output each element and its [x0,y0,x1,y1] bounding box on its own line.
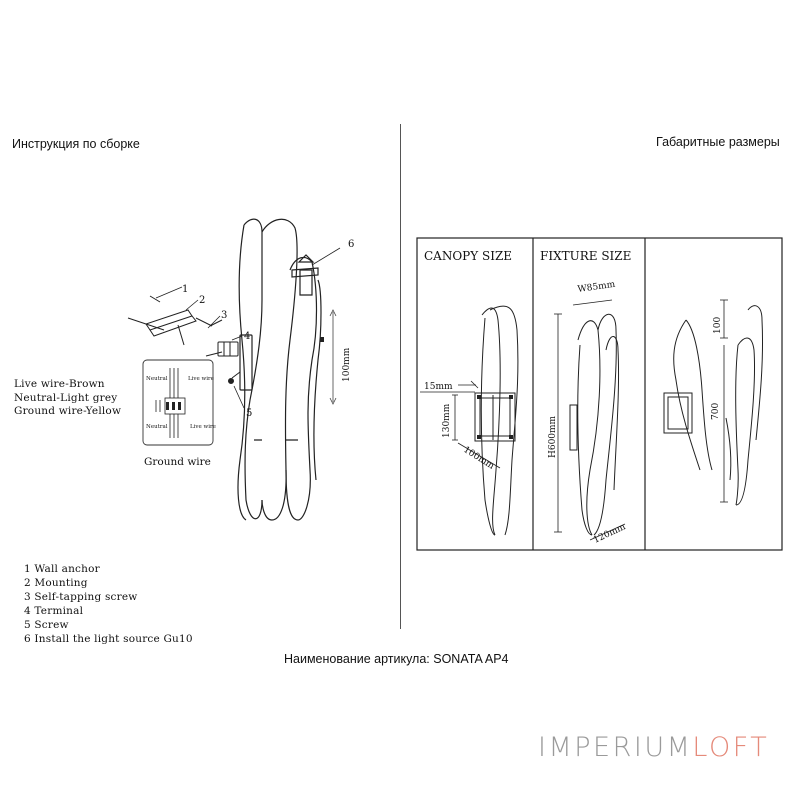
ground-wire-caption: Ground wire [144,456,211,468]
callout-1: 1 [182,284,188,295]
ground-wire-label: Ground wire-Yellow [14,405,122,417]
wiring-inset: Neutral Live wire Neutral Live wire [142,359,216,446]
terminal-drawing [205,341,241,384]
svg-text:Neutral: Neutral [146,424,168,430]
lamp-body-drawing [237,218,322,521]
fixture-depth-120mm: 120mm [592,522,628,546]
parts-list: 1 Wall anchor 2 Mounting 3 Self-tapping … [24,562,193,646]
part-item-2: 2 Mounting [24,577,88,589]
assembly-instructions-heading: Инструкция по сборке [12,137,140,151]
callout-2: 2 [199,295,205,306]
fixture-size-title: FIXTURE SIZE [540,249,631,263]
neutral-wire-label: Neutral-Light grey [14,391,118,404]
fixture-drawing [569,313,620,536]
part-item-1: 1 Wall anchor [24,563,100,575]
brand-logo-part2: LOFT [692,732,770,763]
part-item-3: 3 Self-tapping screw [24,591,138,603]
part-item-5: 5 Screw [24,619,69,631]
center-divider [400,124,401,629]
overall-700-label: 700 [711,403,721,420]
wire-color-legend: Live wire-Brown Neutral-Light grey Groun… [14,378,121,419]
mounting-bracket-drawing [127,295,223,346]
canopy-size-title: CANOPY SIZE [424,249,512,263]
fixture-width-w85mm: W85mm [577,280,616,295]
callout-5: 5 [246,408,252,419]
callout-3: 3 [221,310,227,321]
fixture-height-h600mm: H600mm [548,415,558,458]
assembly-diagram: 6 100mm 1 2 3 4 5 Neutral Live wire [127,218,354,521]
overall-100-label: 100 [713,317,723,334]
part-item-4: 4 Terminal [24,605,84,617]
callout-6: 6 [348,239,354,250]
svg-text:Live wire: Live wire [190,424,216,430]
canopy-width-100mm: 100mm [461,445,496,472]
brand-logo-part1: IMPERIUM [538,732,693,763]
canopy-drawing [474,305,519,536]
brand-logo: IMPERIUMLOFT [538,732,769,763]
article-name: Наименование артикула: SONATA AP4 [284,652,509,666]
dimensions-panel: CANOPY SIZE FIXTURE SIZE 15mm 130mm 100m… [416,237,783,551]
part-item-6: 6 Install the light source Gu10 [24,633,193,645]
canopy-height-130mm: 130mm [442,403,452,438]
overall-drawing [663,305,764,506]
callout-4: 4 [244,331,250,342]
dim-100mm-arrow [329,309,337,405]
live-wire-label: Live wire-Brown [14,378,105,390]
canopy-depth-15mm: 15mm [424,382,453,392]
dim-100mm-label: 100mm [342,347,352,382]
svg-text:Neutral: Neutral [146,376,168,382]
overall-dimensions-heading: Габаритные размеры [656,135,780,149]
svg-text:Live wire: Live wire [188,376,214,382]
